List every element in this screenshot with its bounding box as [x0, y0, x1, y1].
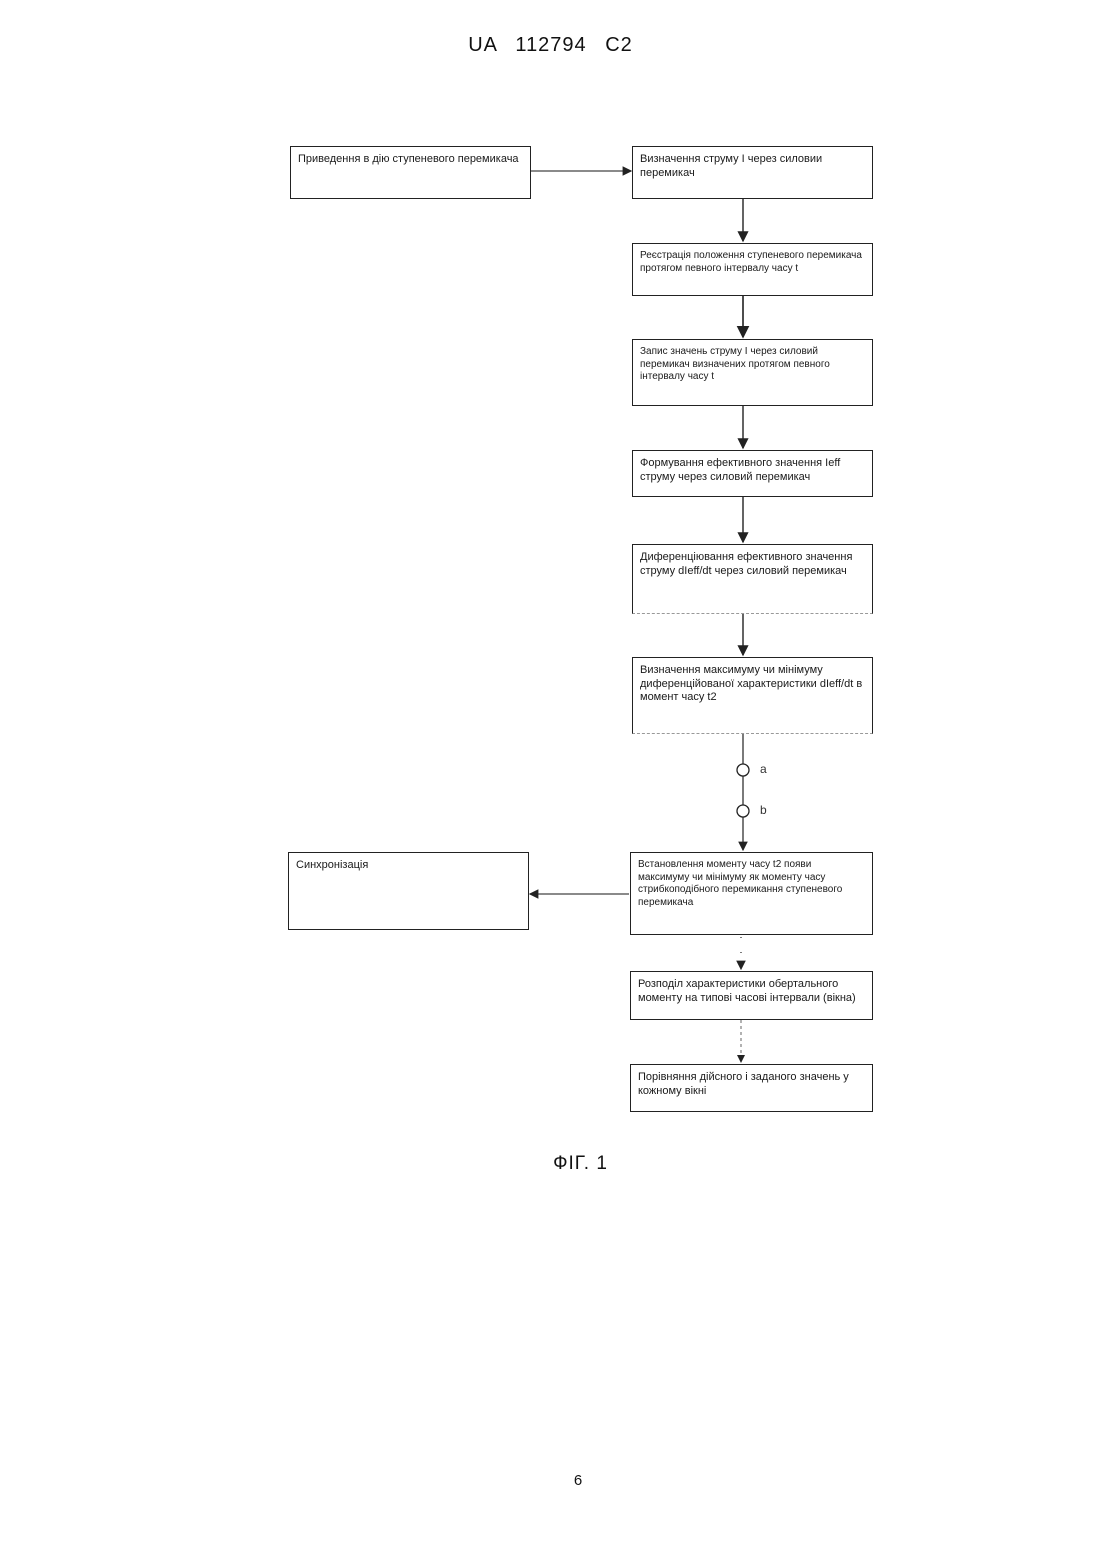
connector-a-label: a [760, 762, 767, 776]
figure-caption: ФІГ. 1 [0, 1153, 1101, 1175]
connector-b-label: b [760, 803, 767, 817]
box-extremum: Визначення максимуму чи мінімуму диферен… [632, 657, 873, 734]
box-sync: Синхронізація [288, 852, 529, 930]
connector-b-circle [737, 805, 749, 817]
connector-a-circle [737, 764, 749, 776]
box-start: Приведення в дію ступеневого перемикача [290, 146, 531, 199]
box-differentiate: Диференціювання ефективного значення стр… [632, 544, 873, 614]
page-number: 6 [0, 1472, 1101, 1489]
box-current: Визначення струму I через силовии переми… [632, 146, 873, 199]
box-split: Розподіл характеристики обертального мом… [630, 971, 873, 1020]
box-register: Реєстрація положення ступеневого перемик… [632, 243, 873, 296]
box-record: Запис значень струму I через силовий пер… [632, 339, 873, 406]
box-effective: Формування ефективного значення Ieff стр… [632, 450, 873, 497]
box-compare: Порівняння дійсного і заданого значень у… [630, 1064, 873, 1112]
box-moment: Встановлення моменту часу t2 появи макси… [630, 852, 873, 935]
